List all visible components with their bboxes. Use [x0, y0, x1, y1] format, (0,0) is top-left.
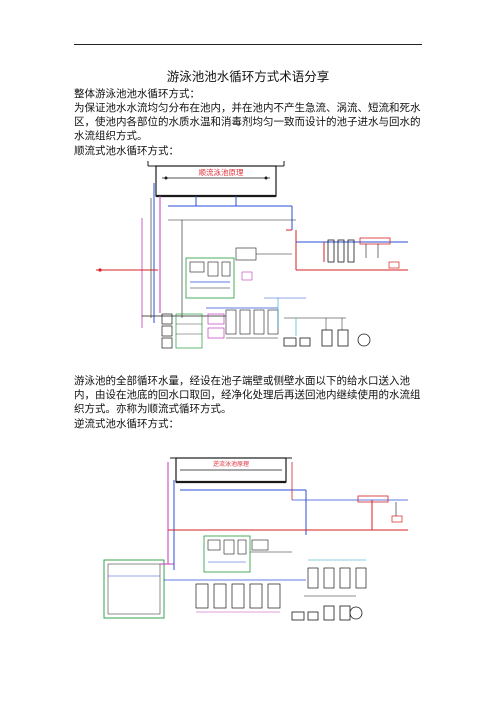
reverse-heading: 逆流式池水循环方式：	[74, 418, 179, 430]
overall-paragraph: 为保证池水水流均匀分布在池内，并在池内不产生急流、涡流、短流和死水区，使池内各部…	[74, 102, 421, 143]
pool-outline	[155, 165, 277, 197]
page-title: 游泳池池水循环方式术语分享	[166, 69, 330, 84]
reverse-diagram-label: 逆流泳池原理	[213, 460, 249, 468]
forward-flow-diagram: 顺流泳池原理	[96, 158, 408, 363]
forward-diagram-label: 顺流泳池原理	[199, 167, 244, 177]
forward-paragraph: 游泳池的全部循环水量，经设在池子端壁或侧壁水面以下的给水口送入池内，由设在池底的…	[74, 375, 421, 416]
header-rule	[74, 44, 422, 45]
overall-heading: 整体游泳池池水循环方式：	[74, 88, 200, 100]
reverse-flow-diagram: 逆流泳池原理	[96, 440, 408, 640]
forward-heading: 顺流式池水循环方式：	[74, 145, 179, 157]
